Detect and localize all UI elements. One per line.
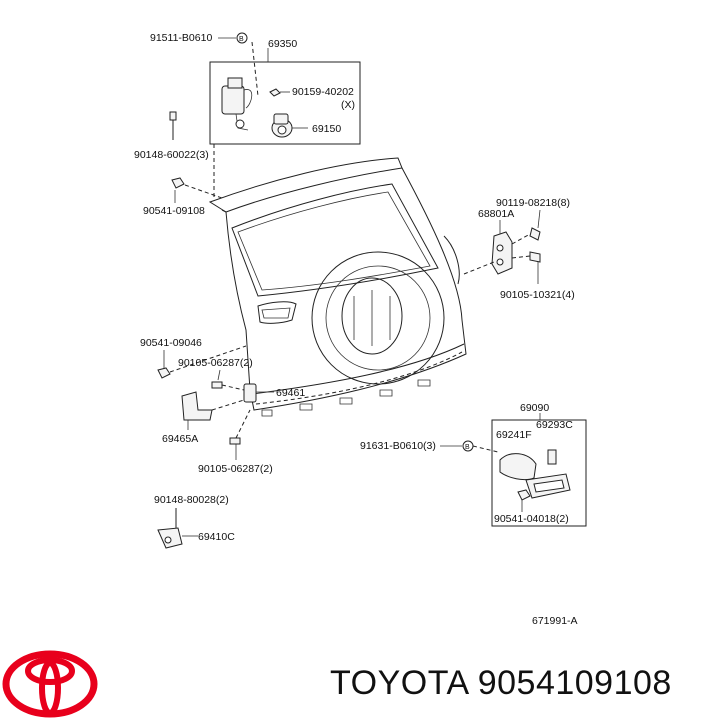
label-90541-09046: 90541-09046 [140, 337, 202, 349]
label-90105-10321: 90105-10321(4) [500, 289, 575, 301]
label-90105-06287-b: 90105-06287(2) [198, 463, 273, 475]
cushion-90541-09108 [171, 177, 185, 189]
label-69293C: 69293C [536, 419, 573, 431]
label-68801A: 68801A [478, 208, 514, 220]
b-mark-label: B [239, 36, 244, 43]
latch-69461 [243, 383, 257, 403]
screw-90148-60022 [169, 111, 177, 140]
label-91511-B0610: 91511-B0610 [150, 32, 212, 44]
back-door-panel [208, 157, 467, 417]
cushion-90541-09046 [157, 367, 171, 379]
label-69090: 69090 [520, 402, 549, 414]
label-90159-40202: 90159-40202 [292, 86, 354, 98]
b-mark-icon [236, 32, 248, 44]
label-69241F: 69241F [496, 429, 532, 441]
switch-69150 [271, 113, 293, 138]
brand-part-number: TOYOTA 9054109108 [330, 664, 672, 702]
diagram-code: 671991-A [532, 615, 578, 627]
label-69461: 69461 [276, 387, 305, 399]
label-69150: 69150 [312, 123, 341, 135]
label-x-mark: (X) [341, 99, 355, 111]
label-90541-04018: 90541-04018(2) [494, 513, 569, 525]
hinge-68801A [491, 231, 513, 275]
label-91631-B0610: 91631-B0610(3) [360, 440, 436, 452]
b-mark-label-2: B [465, 444, 470, 451]
bracket-69465A [181, 391, 213, 421]
label-69465A: 69465A [162, 433, 198, 445]
handle-group-box [491, 419, 587, 527]
lock-actuator [221, 77, 253, 131]
handle-69241F [499, 449, 571, 499]
label-90148-80028: 90148-80028(2) [154, 494, 229, 506]
label-69410C: 69410C [198, 531, 235, 543]
label-90105-06287-a: 90105-06287(2) [178, 357, 253, 369]
label-90119-08218: 90119-08218(8) [496, 197, 570, 209]
label-69350: 69350 [268, 38, 297, 50]
lock-group-box [209, 61, 361, 145]
label-90148-60022: 90148-60022(3) [134, 149, 209, 161]
toyota-logo-icon [2, 650, 98, 718]
label-90541-09108: 90541-09108 [143, 205, 205, 217]
